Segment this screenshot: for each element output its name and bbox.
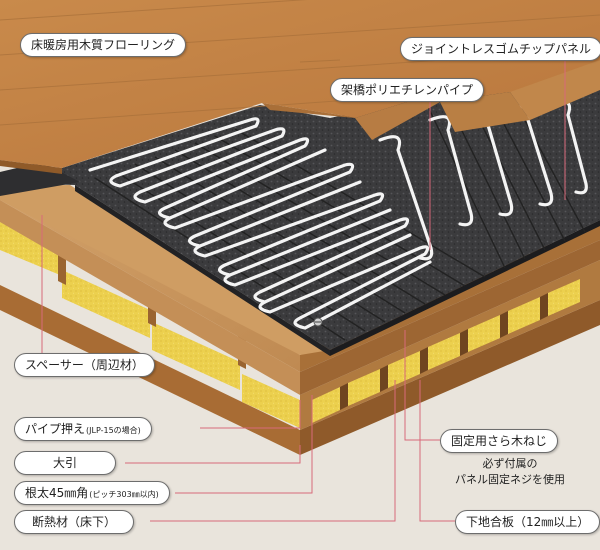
screw-marker bbox=[313, 317, 323, 327]
screw-note: 必ず付属の パネル固定ネジを使用 bbox=[440, 456, 580, 488]
label-joist: 根太45㎜角(ピッチ303㎜以内) bbox=[14, 481, 170, 505]
screw-note-line-2: パネル固定ネジを使用 bbox=[455, 473, 565, 486]
subfloor-surface bbox=[0, 185, 330, 355]
label-insulation: 断熱材（床下） bbox=[14, 510, 134, 534]
insulation-blocks-left bbox=[0, 222, 300, 428]
spacer-perimeter bbox=[0, 162, 80, 196]
label-spacer: スペーサー（周辺材） bbox=[14, 353, 155, 377]
label-rubber-chip-panel: ジョイントレスゴムチップパネル bbox=[400, 37, 600, 61]
label-pipe-holder: パイプ押え(JLP-15の場合) bbox=[14, 417, 152, 441]
label-subfloor: 下地合板（12㎜以上） bbox=[455, 510, 600, 534]
right-side-structure bbox=[300, 260, 600, 430]
label-oobiki: 大引 bbox=[14, 451, 116, 475]
label-pipe-holder-note: (JLP-15の場合) bbox=[86, 426, 141, 435]
label-screw: 固定用さら木ねじ bbox=[440, 429, 559, 453]
screw-note-line-1: 必ず付属の bbox=[482, 457, 538, 470]
label-joist-note: (ピッチ303㎜以内) bbox=[89, 490, 159, 499]
label-flooring: 床暖房用木質フローリング bbox=[20, 33, 187, 57]
label-pex-pipe: 架橋ポリエチレンパイプ bbox=[330, 78, 485, 102]
label-pipe-holder-text: パイプ押え bbox=[25, 422, 86, 436]
label-joist-text: 根太45㎜角 bbox=[25, 486, 89, 500]
